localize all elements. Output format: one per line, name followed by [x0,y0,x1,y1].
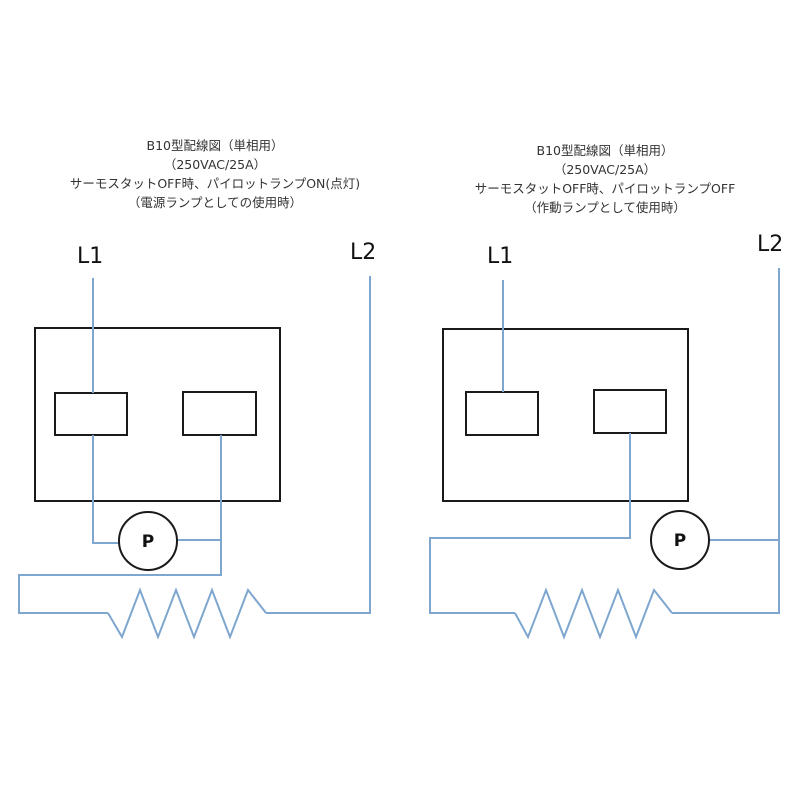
left-terminal-b-loop-wire [18,435,222,614]
left-caption-usage: （電源ランプとしての使用時） [127,195,303,210]
left-thermostat-housing [34,327,281,502]
left-l2-label: L2 [350,240,377,265]
right-terminal-a [465,391,539,436]
right-l2-label: L2 [757,232,784,257]
left-heater-resistor [107,587,267,640]
left-terminal-a [54,392,128,436]
right-thermostat-housing [442,328,689,502]
left-pilot-lamp [118,511,178,571]
right-heater-resistor [514,587,673,640]
left-caption-rating: （250VAC/25A） [163,157,267,172]
left-wiring-diagram: P [18,276,371,640]
right-pilot-lamp [650,510,710,570]
left-l1-label: L1 [77,244,104,269]
right-pilot-lamp-label: P [674,531,686,551]
left-terminal-b [182,391,257,436]
right-caption-title: B10型配線図（単相用） [536,143,674,158]
right-caption-usage: （作動ランプとして使用時） [524,200,686,215]
right-l1-label: L1 [487,244,514,269]
right-diagram-caption: B10型配線図（単相用） （250VAC/25A） サーモスタットOFF時、パイ… [415,141,795,217]
left-caption-condition: サーモスタットOFF時、パイロットランプON(点灯) [69,176,361,191]
right-caption-condition: サーモスタットOFF時、パイロットランプOFF [474,181,736,196]
right-wiring-diagram: P [429,268,780,640]
right-terminal-b-loop-wire [429,433,631,614]
left-diagram-caption: B10型配線図（単相用） （250VAC/25A） サーモスタットOFF時、パイ… [20,136,410,212]
left-l2-wire [266,276,371,614]
left-pilot-lamp-label: P [142,532,154,552]
right-l2-wire [672,268,780,614]
right-caption-rating: （250VAC/25A） [553,162,657,177]
right-terminal-b [593,389,667,434]
left-terminal-a-to-lamp-wire [92,435,120,544]
left-caption-title: B10型配線図（単相用） [146,138,284,153]
